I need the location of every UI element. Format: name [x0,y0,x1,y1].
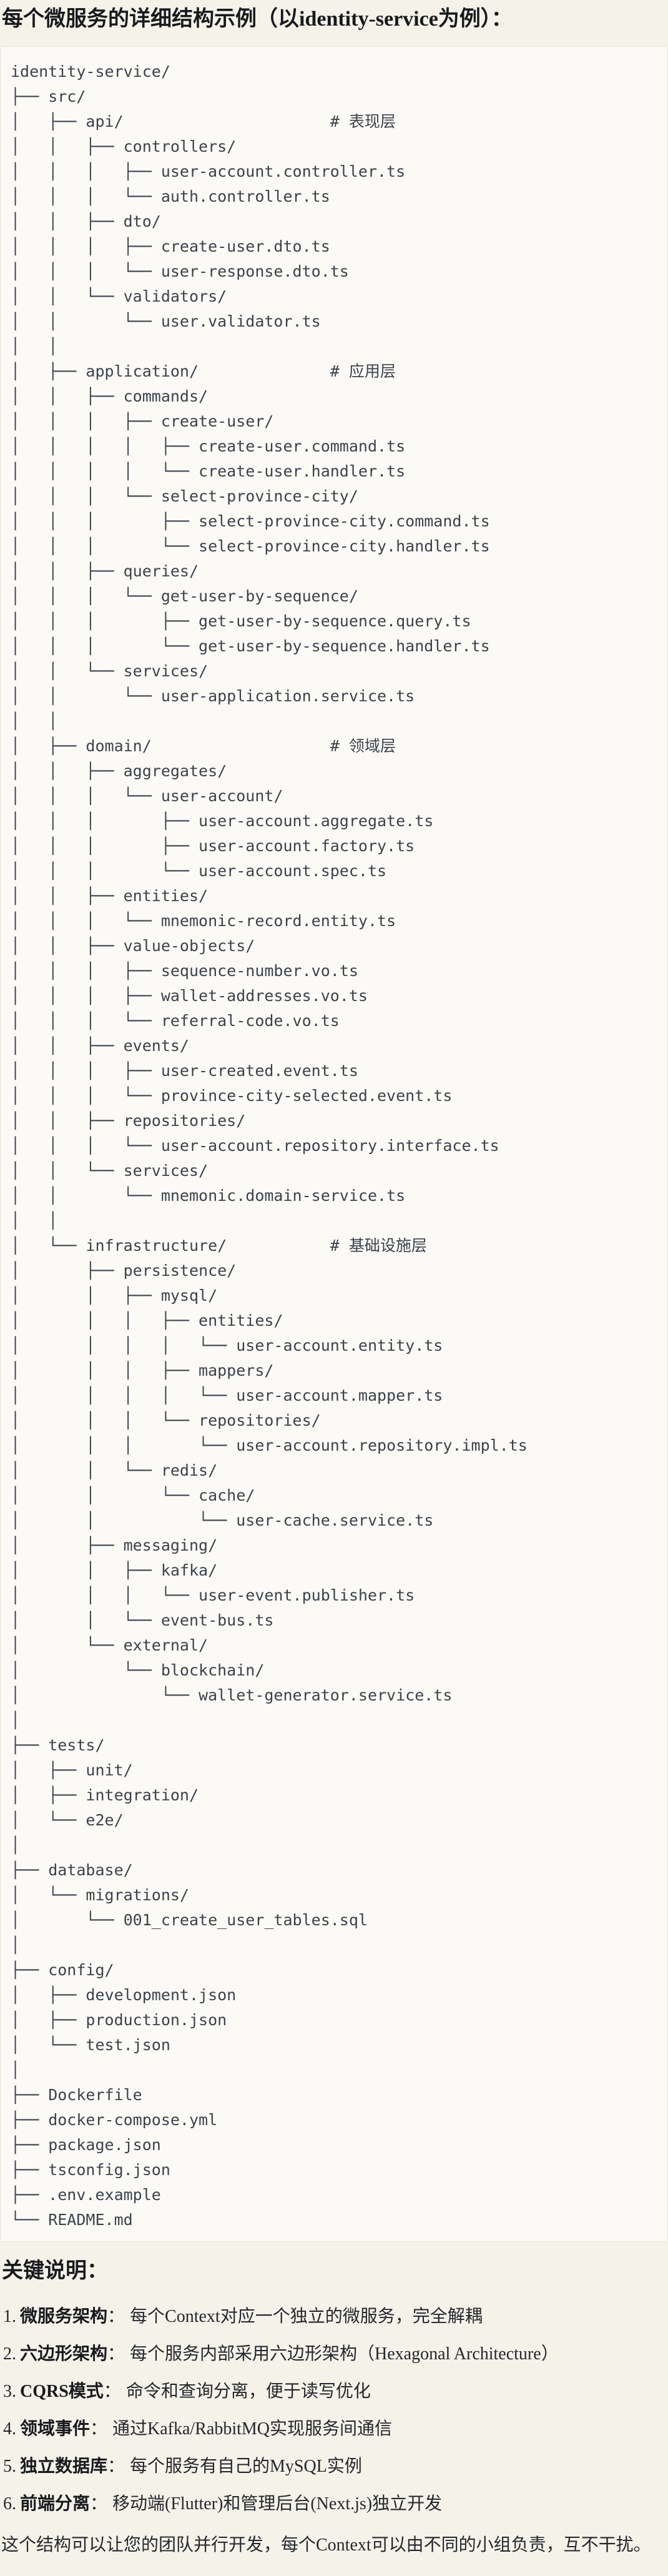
closing-paragraph: 这个结构可以让您的团队并行开发，每个Context可以由不同的小组负责，互不干扰… [1,2535,651,2555]
note-term: 领域事件 [20,2419,91,2439]
list-item-hexagonal-architecture: 2.六边形架构：每个服务内部采用六边形架构（Hexagonal Architec… [0,2342,668,2367]
page-title: 每个微服务的详细结构示例（以identity-service为例）： [2,7,513,31]
note-number: 5. [3,2457,16,2476]
note-term: CQRS模式 [20,2382,104,2401]
list-item-cqrs-pattern: 3.CQRS模式：命令和查询分离，便于读写优化 [0,2379,668,2404]
note-colon: ： [107,2307,125,2326]
note-colon: ： [90,2419,108,2439]
note-text: 移动端(Flutter)和管理后台(Next.js)独立开发 [112,2494,443,2514]
note-colon: ： [103,2382,121,2401]
note-term: 独立数据库 [20,2457,108,2476]
list-item-domain-events: 4.领域事件：通过Kafka/RabbitMQ实现服务间通信 [0,2417,668,2442]
note-number: 6. [3,2494,16,2514]
directory-tree-code-block: identity-service/ ├── src/ │ ├── api/ # … [0,46,668,2242]
list-item-microservice-architecture: 1.微服务架构： 每个Context对应一个独立的微服务，完全解耦 [0,2304,668,2329]
note-term: 前端分离 [20,2494,91,2514]
note-term: 微服务架构 [20,2307,108,2326]
note-colon: ： [107,2457,125,2476]
note-text: 通过Kafka/RabbitMQ实现服务间通信 [112,2419,392,2439]
directory-tree-text: identity-service/ ├── src/ │ ├── api/ # … [11,62,528,2229]
note-number: 2. [3,2344,16,2364]
note-number: 1. [3,2307,16,2326]
note-colon: ： [107,2344,125,2364]
note-text: 每个服务内部采用六边形架构（Hexagonal Architecture） [130,2344,559,2364]
document-page: 每个微服务的详细结构示例（以identity-service为例）： ident… [0,5,668,2558]
notes-heading: 关键说明： [2,2259,108,2282]
notes-list: 1.微服务架构：每个Context对应一个独立的微服务，完全解耦 2.六边形架构… [0,2304,668,2517]
note-number: 3. [3,2382,16,2401]
note-colon: ： [90,2494,108,2514]
note-number: 4. [3,2419,16,2439]
note-text: 每个服务有自己的MySQL实例 [130,2457,362,2476]
note-text: 每个Context对应一个独立的微服务，完全解耦 [130,2307,483,2326]
list-item-frontend-separation: 6.前端分离：移动端(Flutter)和管理后台(Next.js)独立开发 [0,2492,668,2517]
note-term: 六边形架构 [20,2344,108,2364]
list-item-independent-database: 5.独立数据库： 每个服务有自己的MySQL实例 [0,2454,668,2479]
note-text: 命令和查询分离，便于读写优化 [125,2382,371,2401]
